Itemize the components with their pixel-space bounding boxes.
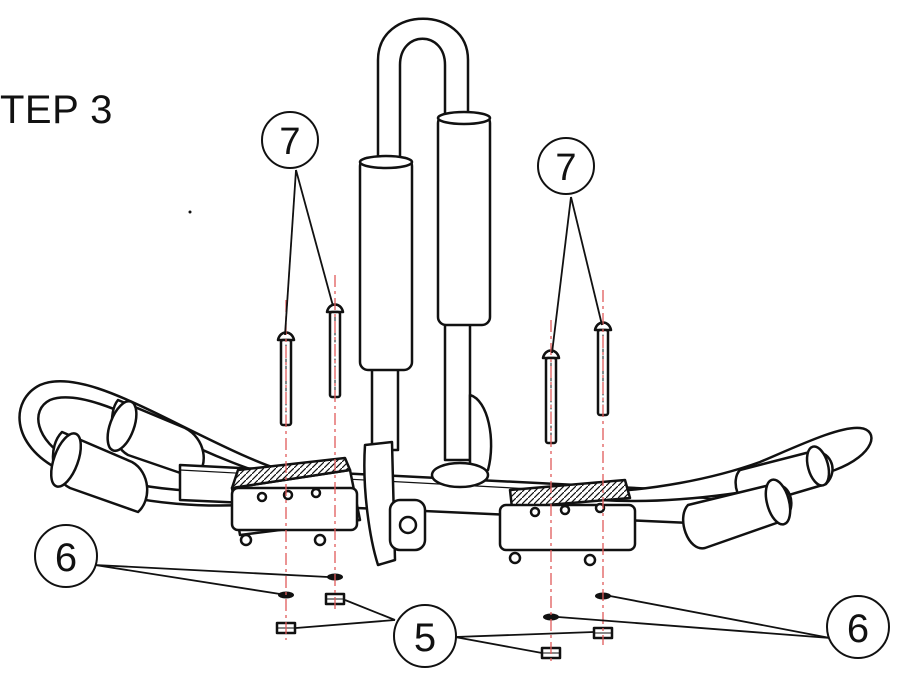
left-saddle (230, 456, 362, 547)
right-pad-front (682, 478, 793, 550)
callout-7-left-label: 7 (279, 121, 300, 163)
callout-7-left: 7 (261, 111, 319, 169)
callout-6-left-label: 6 (55, 536, 77, 580)
left-pad-rear (106, 398, 205, 480)
upright-arm (358, 17, 493, 567)
centerlines (285, 275, 604, 665)
callout-7-right: 7 (537, 137, 595, 195)
upright-pad-front (358, 154, 414, 372)
upright-pad-back (436, 110, 492, 327)
hinge-bracket (363, 393, 493, 567)
callout-6-left: 6 (34, 524, 98, 588)
callout-5-label: 5 (414, 616, 436, 660)
right-saddle (498, 478, 637, 567)
callout-7-right-label: 7 (555, 147, 576, 189)
callout-5: 5 (393, 604, 457, 668)
step-title: TEP 3 (0, 88, 113, 132)
callout-6-right-label: 6 (847, 607, 869, 651)
right-cradle (598, 426, 873, 550)
speck (188, 210, 192, 214)
leader-lines (94, 169, 831, 654)
callout-6-right: 6 (826, 595, 890, 659)
left-pad-front (49, 430, 149, 514)
